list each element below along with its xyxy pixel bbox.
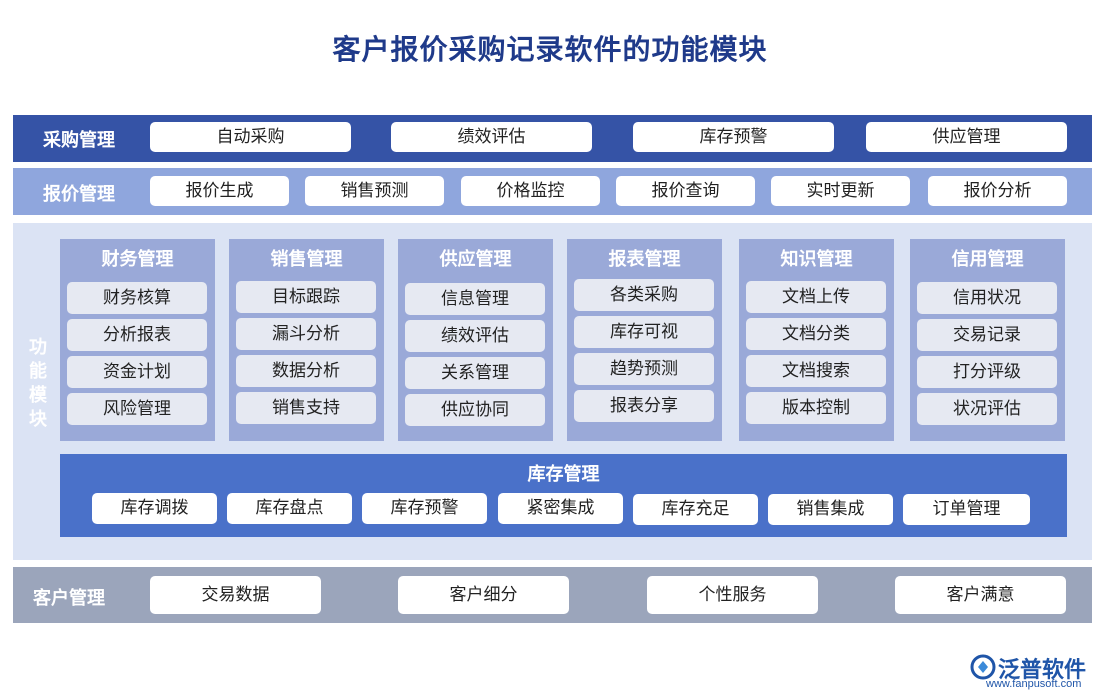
module-column-supply: 供应管理 信息管理 绩效评估 关系管理 供应协同 (398, 239, 553, 441)
module-item[interactable]: 文档分类 (746, 318, 886, 350)
customer-item[interactable]: 客户细分 (398, 576, 569, 614)
quote-label: 报价管理 (43, 184, 115, 205)
quote-item[interactable]: 报价生成 (150, 176, 289, 206)
module-item[interactable]: 漏斗分析 (236, 318, 376, 350)
module-item[interactable]: 风险管理 (67, 393, 207, 425)
module-title: 财务管理 (101, 249, 174, 270)
procurement-label: 采购管理 (43, 130, 115, 151)
quote-item[interactable]: 实时更新 (771, 176, 910, 206)
module-item[interactable]: 信用状况 (917, 282, 1057, 314)
procurement-item[interactable]: 自动采购 (150, 122, 351, 152)
page-title: 客户报价采购记录软件的功能模块 (332, 33, 768, 66)
procurement-item[interactable]: 库存预警 (633, 122, 834, 152)
inventory-item[interactable]: 订单管理 (903, 494, 1030, 525)
module-item[interactable]: 报表分享 (574, 390, 714, 422)
inventory-item[interactable]: 库存调拨 (92, 493, 217, 524)
module-item[interactable]: 交易记录 (917, 319, 1057, 351)
module-item[interactable]: 目标跟踪 (236, 281, 376, 313)
module-item[interactable]: 趋势预测 (574, 353, 714, 385)
function-label-char: 功 (29, 337, 47, 358)
module-item[interactable]: 文档搜索 (746, 355, 886, 387)
module-column-credit: 信用管理 信用状况 交易记录 打分评级 状况评估 (910, 239, 1065, 441)
module-item[interactable]: 财务核算 (67, 282, 207, 314)
module-column-reports: 报表管理 各类采购 库存可视 趋势预测 报表分享 (567, 239, 722, 441)
module-column-sales: 销售管理 目标跟踪 漏斗分析 数据分析 销售支持 (229, 239, 384, 441)
quote-item[interactable]: 报价查询 (616, 176, 755, 206)
function-label-char: 能 (29, 361, 47, 382)
module-column-knowledge: 知识管理 文档上传 文档分类 文档搜索 版本控制 (739, 239, 894, 441)
module-title: 知识管理 (780, 249, 853, 270)
module-item[interactable]: 库存可视 (574, 316, 714, 348)
module-item[interactable]: 打分评级 (917, 356, 1057, 388)
quote-item[interactable]: 销售预测 (305, 176, 444, 206)
function-label-char: 块 (29, 409, 47, 430)
module-title: 报表管理 (608, 249, 681, 270)
procurement-item[interactable]: 绩效评估 (391, 122, 592, 152)
quote-item[interactable]: 报价分析 (928, 176, 1067, 206)
logo-name: 泛普软件 (998, 658, 1087, 683)
customer-band: 客户管理 交易数据 客户细分 个性服务 客户满意 (13, 567, 1092, 623)
module-item[interactable]: 各类采购 (574, 279, 714, 311)
customer-item[interactable]: 客户满意 (895, 576, 1066, 614)
module-item[interactable]: 资金计划 (67, 356, 207, 388)
inventory-item[interactable]: 库存充足 (633, 494, 758, 525)
customer-label: 客户管理 (33, 588, 105, 609)
module-item[interactable]: 版本控制 (746, 392, 886, 424)
module-item[interactable]: 绩效评估 (405, 320, 545, 352)
module-item[interactable]: 信息管理 (405, 283, 545, 315)
fanpu-logo: 泛普软件 www.fanpusoft.com (968, 652, 1093, 692)
module-item[interactable]: 销售支持 (236, 392, 376, 424)
inventory-item[interactable]: 库存预警 (362, 493, 487, 524)
inventory-item[interactable]: 销售集成 (768, 494, 893, 525)
inventory-item[interactable]: 紧密集成 (498, 493, 623, 524)
fanpu-logo-icon (970, 654, 996, 680)
customer-item[interactable]: 交易数据 (150, 576, 321, 614)
module-item[interactable]: 数据分析 (236, 355, 376, 387)
function-label-char: 模 (29, 385, 47, 406)
procurement-band: 采购管理 自动采购 绩效评估 库存预警 供应管理 (13, 115, 1092, 162)
function-modules-label: 功 能 模 块 (24, 336, 52, 432)
module-title: 信用管理 (951, 249, 1024, 270)
quote-band: 报价管理 报价生成 销售预测 价格监控 报价查询 实时更新 报价分析 (13, 168, 1092, 215)
module-item[interactable]: 分析报表 (67, 319, 207, 351)
module-item[interactable]: 供应协同 (405, 394, 545, 426)
inventory-band: 库存管理 库存调拨 库存盘点 库存预警 紧密集成 库存充足 销售集成 订单管理 (60, 454, 1067, 537)
inventory-item[interactable]: 库存盘点 (227, 493, 352, 524)
logo-url: www.fanpusoft.com (986, 678, 1082, 690)
module-title: 销售管理 (270, 249, 343, 270)
quote-item[interactable]: 价格监控 (461, 176, 600, 206)
module-column-finance: 财务管理 财务核算 分析报表 资金计划 风险管理 (60, 239, 215, 441)
module-item[interactable]: 关系管理 (405, 357, 545, 389)
module-item[interactable]: 文档上传 (746, 281, 886, 313)
module-title: 供应管理 (439, 249, 512, 270)
module-item[interactable]: 状况评估 (917, 393, 1057, 425)
customer-item[interactable]: 个性服务 (647, 576, 818, 614)
procurement-item[interactable]: 供应管理 (866, 122, 1067, 152)
inventory-title: 库存管理 (527, 464, 600, 485)
